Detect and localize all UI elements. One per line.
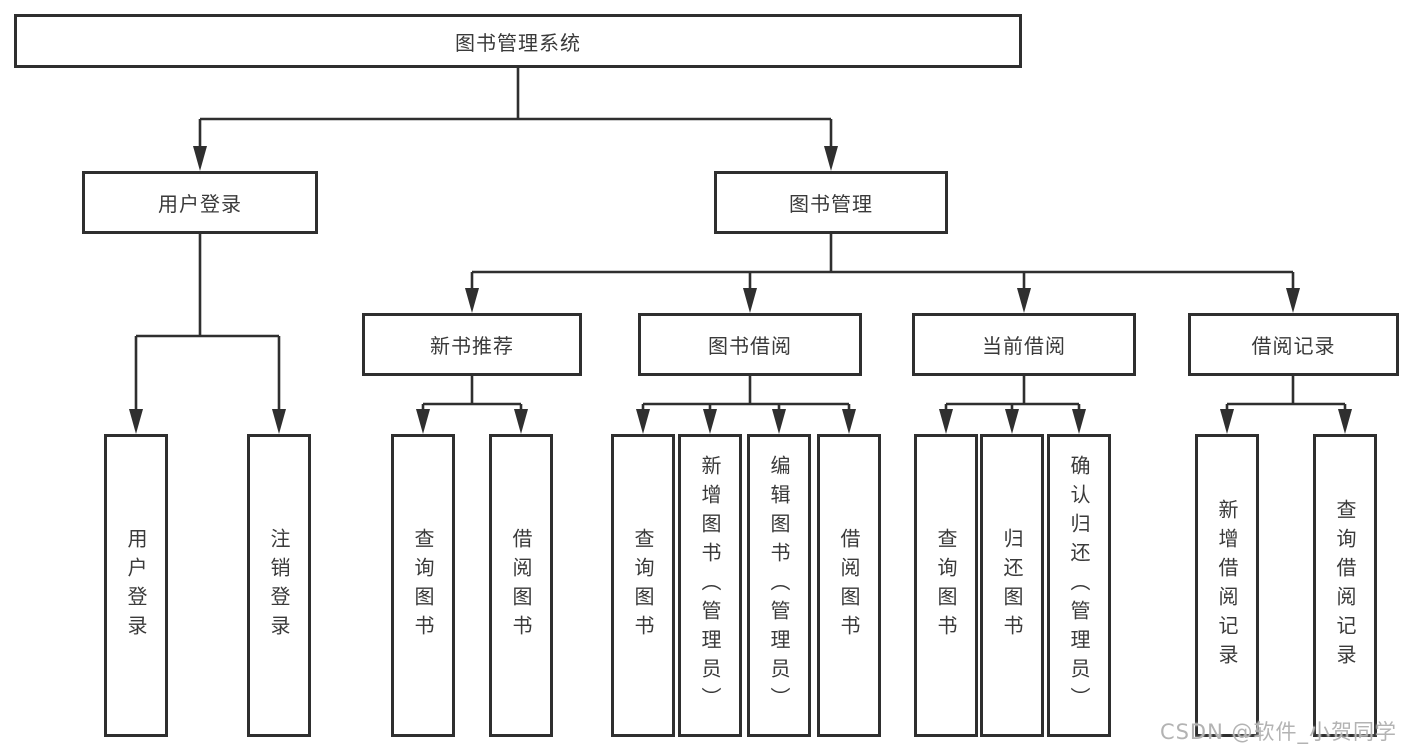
arrowhead	[1072, 409, 1086, 434]
arrowhead	[703, 409, 717, 434]
arrowhead	[772, 409, 786, 434]
node-label: 新书推荐	[430, 334, 514, 358]
arrowhead	[1338, 409, 1352, 434]
arrowhead	[1286, 288, 1300, 313]
node-label: 查询图书	[631, 527, 655, 644]
node-book-borrow: 图书借阅	[638, 313, 862, 376]
node-label: 查询借阅记录	[1333, 498, 1357, 673]
node-leaf-add-borrow-record: 新增借阅记录	[1195, 434, 1259, 737]
arrowhead	[1005, 409, 1019, 434]
node-leaf-user-login: 用户登录	[104, 434, 168, 737]
node-label: 借阅图书	[509, 527, 533, 644]
node-current-borrow: 当前借阅	[912, 313, 1136, 376]
node-label: 借阅图书	[837, 527, 861, 644]
node-label: 借阅记录	[1251, 334, 1336, 358]
node-label: 确认归还（管理员）	[1067, 455, 1091, 716]
node-borrow-records: 借阅记录	[1188, 313, 1399, 376]
node-leaf-add-books-admin: 新增图书（管理员）	[678, 434, 742, 737]
arrowhead	[465, 288, 479, 313]
node-label: 新增图书（管理员）	[698, 455, 722, 716]
arrowhead	[272, 409, 286, 434]
node-leaf-query-books-recommend: 查询图书	[391, 434, 455, 737]
node-label: 新增借阅记录	[1215, 498, 1239, 673]
node-leaf-query-books-current: 查询图书	[914, 434, 978, 737]
watermark: CSDN @软件_小贺同学	[1159, 720, 1397, 744]
node-leaf-logout: 注销登录	[247, 434, 311, 737]
node-leaf-borrow-books: 借阅图书	[817, 434, 881, 737]
node-leaf-query-borrow-record: 查询借阅记录	[1313, 434, 1377, 737]
node-user-login: 用户登录	[82, 171, 318, 234]
node-label: 图书借阅	[708, 334, 792, 358]
arrowhead	[193, 146, 207, 171]
arrowhead	[743, 288, 757, 313]
node-label: 编辑图书（管理员）	[767, 455, 791, 716]
arrowhead	[636, 409, 650, 434]
arrowhead	[514, 409, 528, 434]
node-leaf-return-books: 归还图书	[980, 434, 1044, 737]
node-leaf-edit-books-admin: 编辑图书（管理员）	[747, 434, 811, 737]
node-library-management-system: 图书管理系统	[14, 14, 1022, 68]
node-new-book-recommend: 新书推荐	[362, 313, 582, 376]
node-label: 查询图书	[934, 527, 958, 644]
node-leaf-query-books-borrow: 查询图书	[611, 434, 675, 737]
arrowhead	[824, 146, 838, 171]
node-label: 图书管理系统	[455, 30, 581, 55]
node-label: 用户登录	[158, 192, 242, 216]
node-label: 查询图书	[411, 527, 435, 644]
arrowhead	[842, 409, 856, 434]
node-label: 注销登录	[267, 527, 291, 644]
node-label: 用户登录	[124, 527, 148, 644]
arrowhead	[416, 409, 430, 434]
node-label: 图书管理	[789, 192, 873, 216]
arrowhead	[939, 409, 953, 434]
arrowhead	[1017, 288, 1031, 313]
node-book-management: 图书管理	[714, 171, 948, 234]
node-label: 当前借阅	[982, 334, 1066, 358]
node-leaf-confirm-return-admin: 确认归还（管理员）	[1047, 434, 1111, 737]
node-leaf-borrow-books-recommend: 借阅图书	[489, 434, 553, 737]
node-label: 归还图书	[1000, 527, 1024, 644]
arrowhead	[1220, 409, 1234, 434]
arrowhead	[129, 409, 143, 434]
